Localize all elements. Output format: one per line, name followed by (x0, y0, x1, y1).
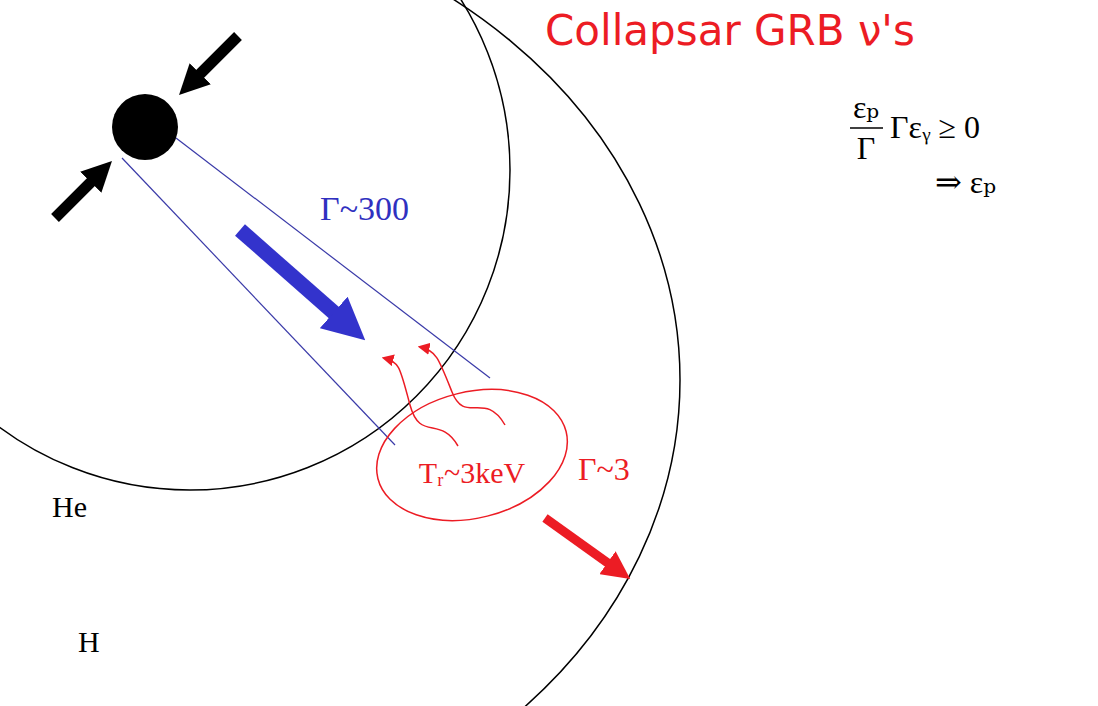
infall-arrow (196, 36, 238, 78)
cocoon-arrow (545, 518, 612, 566)
equation-term: ⇒ εₚ (935, 165, 996, 200)
ellipse-outline (372, 388, 572, 522)
diagram-title: Collapsar GRB ν's (545, 8, 915, 54)
shell-label: H (78, 625, 100, 658)
photon-line (420, 347, 505, 425)
equation-numerator: εₚ (853, 90, 879, 125)
shell-label: He (52, 490, 87, 523)
ellipse-outline (363, 370, 582, 539)
hydrogen-shell (0, 0, 680, 706)
photon-line (384, 358, 458, 446)
fraction-bar (850, 127, 883, 129)
equation-term: Γεᵧ ≥ 0 (890, 110, 980, 145)
jet-cone-line (176, 138, 490, 378)
black-hole (112, 94, 178, 160)
lorentz-factor-label: Γ~300 (320, 190, 409, 227)
jet-arrow (240, 230, 340, 318)
infall-arrow (55, 178, 95, 218)
cocoon-ellipse: Tᵣ~3keV (372, 388, 572, 522)
helium-shell (0, 0, 510, 490)
node-text: Tᵣ~3keV (419, 456, 525, 489)
equation-denominator: Γ (857, 131, 876, 166)
lorentz-factor-label: Γ~3 (578, 452, 630, 487)
